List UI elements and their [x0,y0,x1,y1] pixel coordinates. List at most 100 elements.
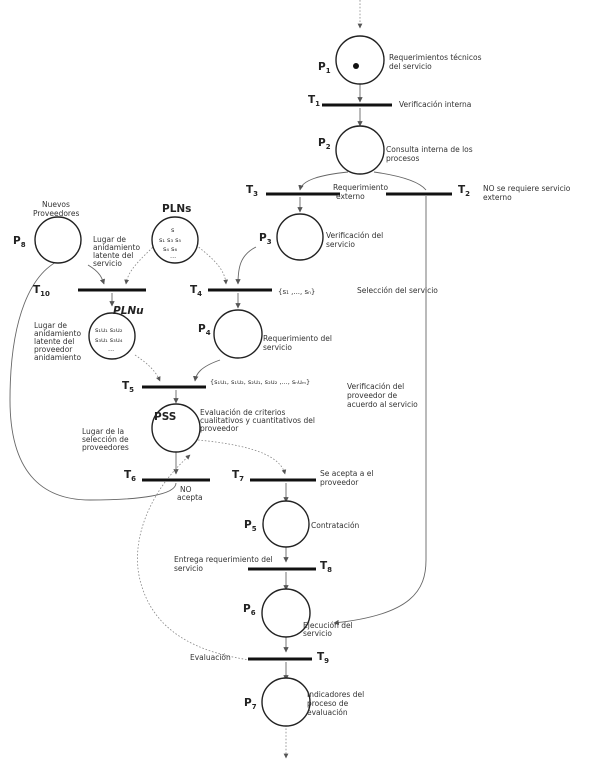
place-left-3: latente del [93,251,133,260]
place-plnu: PLNu s₁u₁ s₂u₂ s₃u₁ s₃u₄ ... Lugar de an… [34,305,144,362]
place-p6: P6 Ejecución del servicio [243,588,353,638]
place-label: PLNs [162,203,191,215]
place-p8: P8 Nuevos Proveedores [13,200,82,264]
place-top-2: Proveedores [33,209,79,218]
transition-t1: T1 Verificación interna [308,94,471,109]
place-label: PLNu [113,305,144,317]
place-desc-1: Verificación del [326,231,383,240]
transition-t2: T2 NO se requiere servicio externo [386,184,571,202]
transition-t8: T8 Entrega requerimiento del servicio [174,555,332,574]
transition-t9: T9 Evaluación [190,651,329,665]
place-label: P5 [244,519,257,533]
place-desc-1: Consulta interna de los [386,145,473,154]
transition-t5: T5 {s₁u₁, s₁u₂, s₂u₁, s₂u₂ ,..., sₙuₘ} V… [122,378,418,409]
transition-label: T5 [122,380,134,394]
place-label: PSS [154,411,176,423]
place-label: P4 [198,323,211,337]
place-label: P2 [318,137,331,151]
place-label: P8 [13,235,26,249]
token-text: s₄ s₆ [163,245,177,253]
place-label: P3 [259,232,272,246]
place-desc-2: servicio [326,240,355,249]
place-desc-2: proceso de [307,699,349,708]
place-desc-2: cualitativos y cuantitativos del [200,416,315,425]
place-desc-2: procesos [386,154,420,163]
place-desc-3: evaluación [307,708,348,717]
place-desc-1: Evaluación de criterios [200,408,286,417]
transition-desc-2: externo [483,193,512,202]
place-desc-1: Contratación [311,521,360,530]
transition-desc-1: Evaluación [190,653,231,662]
place-desc-1: Requerimiento del [263,334,332,343]
place-left-2: anidamiento [93,243,140,252]
place-label: P7 [244,697,257,711]
transition-desc-2: proveedor [320,478,359,487]
transition-desc-2: servicio [174,564,203,573]
transition-t7: T7 Se acepta a el proveedor [232,469,373,487]
transition-label: T4 [190,284,202,298]
place-left-1: Lugar de la [82,427,124,436]
place-left-5: anidamiento [34,353,81,362]
transition-desc-1: Verificación interna [399,100,471,109]
place-left-2: anidamiento [34,329,81,338]
transition-desc-1: NO se requiere servicio [483,184,571,193]
transition-label: T9 [317,651,329,665]
place-p7: P7 Indicadores del proceso de evaluación [244,677,364,727]
transition-t10: T10 [33,284,146,298]
place-left-3: latente del [34,337,74,346]
transition-desc-1: Selección del servicio [357,286,438,295]
token-text: s₁u₁ s₂u₂ [95,326,123,334]
token-text: s [171,226,175,234]
token-text: s₃u₁ s₃u₄ [95,336,123,344]
place-plns: PLNs s s₁ s₃ s₅ s₄ s₆ ... Lugar de anida… [93,203,199,268]
transition-desc-1: NO [180,485,192,494]
transition-label: T2 [458,184,470,198]
place-desc-3: proveedor [200,424,239,433]
transition-t4: T4 {s₁ ,..., sₙ} Selección del servicio [190,284,438,298]
transition-desc-2: externo [336,192,365,201]
transition-label: T8 [320,560,332,574]
place-p4: P4 Requerimiento del servicio [198,309,332,359]
place-desc-1: Indicadores del [307,690,364,699]
place-label: P1 [318,61,331,75]
transition-t3: T3 Requerimiento externo [246,183,388,201]
place-p5: P5 Contratación [244,500,360,548]
place-p3: P3 Verificación del servicio [259,213,383,261]
transition-set: {s₁u₁, s₁u₂, s₂u₁, s₂u₂ ,..., sₙuₘ} [210,378,310,386]
transition-desc-1: Verificación del [347,382,404,391]
token-text: s₁ s₃ s₅ [159,236,182,244]
transition-desc-3: acuerdo al servicio [347,400,418,409]
transition-label: T3 [246,184,258,198]
transition-desc-1: Entrega requerimiento del [174,555,273,564]
place-desc-2: servicio [303,629,332,638]
place-label: P6 [243,603,256,617]
place-pss: PSS Evaluación de criterios cualitativos… [82,403,315,453]
transition-desc-2: proveedor de [347,391,398,400]
place-left-1: Lugar de [93,235,126,244]
place-p2: P2 Consulta interna de los procesos [318,125,473,175]
token-text: ... [108,345,114,353]
token-text: ... [170,252,176,260]
transition-label: T1 [308,94,320,108]
place-desc-1: Requerimientos técnicos [389,53,482,62]
transition-t6: T6 NO acepta [124,469,210,502]
transition-label: T7 [232,469,244,483]
arcs [9,0,427,759]
transition-desc-2: acepta [177,493,203,502]
place-desc-1: Ejecución del [303,621,353,630]
place-desc-2: servicio [263,343,292,352]
place-desc-2: del servicio [389,62,432,71]
place-left-3: proveedores [82,443,129,452]
place-top-1: Nuevos [42,200,70,209]
place-left-4: servicio [93,259,122,268]
token-dot [353,63,359,69]
place-left-2: selección de [82,435,129,444]
place-left-4: proveedor [34,345,73,354]
place-left-1: Lugar de [34,321,67,330]
transition-label: T6 [124,469,136,483]
transition-label: T10 [33,284,50,298]
place-p1: P1 Requerimientos técnicos del servicio [318,35,482,85]
transition-set: {s₁ ,..., sₙ} [278,288,315,296]
transition-desc-1: Requerimiento [333,183,388,192]
